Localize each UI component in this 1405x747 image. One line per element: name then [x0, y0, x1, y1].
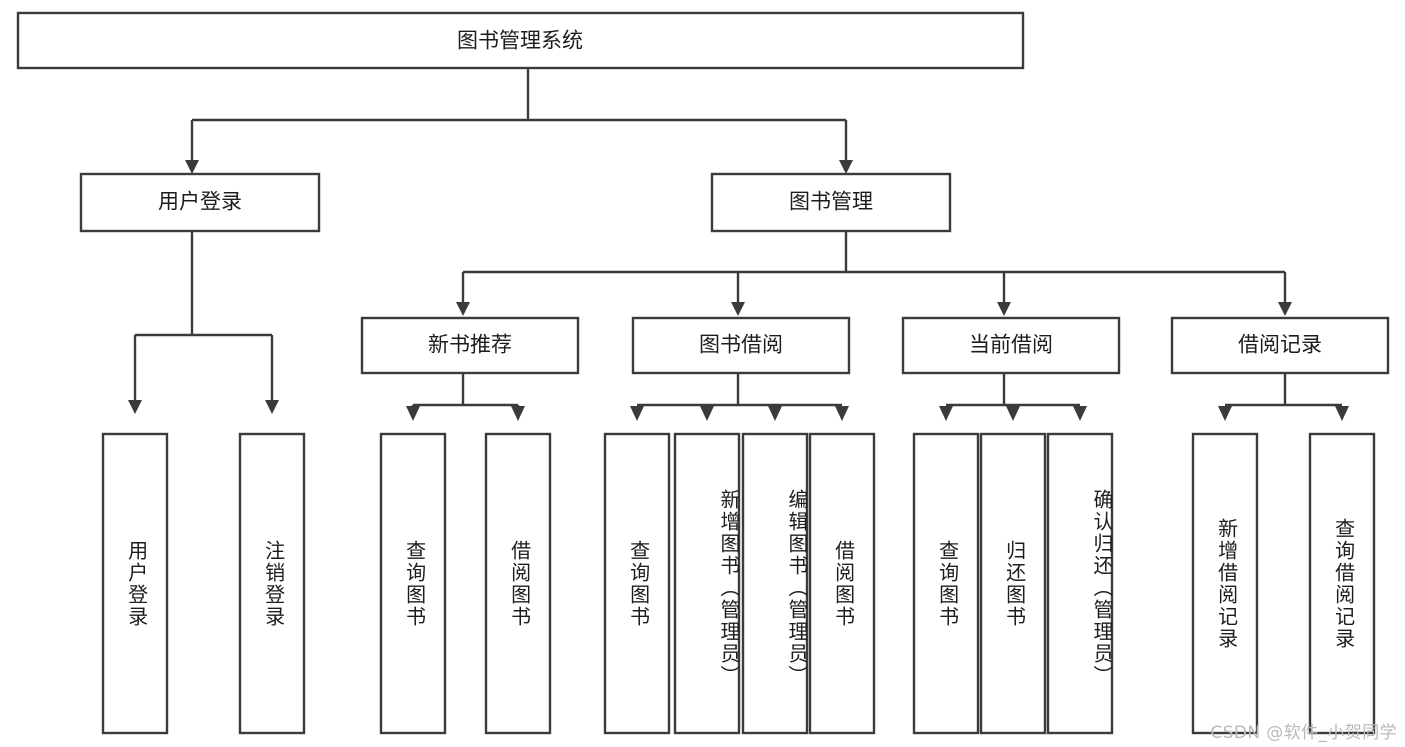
arrow-book-borrow-leaf-3: [768, 406, 782, 421]
node-current-borrow-label: 当前借阅: [969, 334, 1053, 357]
arrow-bm-book-borrow: [731, 302, 745, 316]
node-leaf-query-record-box[interactable]: [1308, 432, 1376, 735]
arrow-bm-new-book: [456, 302, 470, 316]
node-leaf-borrow-book-1-box[interactable]: [484, 432, 552, 735]
node-leaf-query-book-2-box[interactable]: [603, 432, 671, 735]
node-root[interactable]: 图书管理系统: [16, 11, 1025, 70]
node-user-login-label: 用户登录: [158, 191, 242, 214]
node-borrow-record-box[interactable]: [1170, 316, 1390, 375]
node-book-borrow-box[interactable]: [631, 316, 851, 375]
node-book-borrow[interactable]: 图书借阅: [631, 316, 851, 375]
node-leaf-return-book-box[interactable]: [979, 432, 1047, 735]
node-current-borrow-box[interactable]: [901, 316, 1121, 375]
connector-group-book-borrow: [630, 373, 849, 421]
node-book-borrow-label: 图书借阅: [699, 334, 783, 357]
arrow-new-book-leaf-2: [511, 406, 525, 421]
arrow-borrow-record-leaf-2: [1335, 406, 1349, 421]
node-user-login[interactable]: 用户登录: [79, 172, 321, 233]
node-leaf-user-login-box[interactable]: [101, 432, 169, 735]
arrow-user-login-leaf-2: [265, 400, 279, 414]
connector-group-root: [185, 68, 853, 174]
node-leaf-add-record-box[interactable]: [1191, 432, 1259, 735]
node-leaf-query-book-1-box[interactable]: [379, 432, 447, 735]
node-leaf-edit-book-box[interactable]: [741, 432, 809, 735]
arrow-current-borrow-leaf-3: [1073, 406, 1087, 421]
node-book-management[interactable]: 图书管理: [710, 172, 952, 233]
arrow-book-borrow-leaf-4: [835, 406, 849, 421]
connector-group-borrow-record: [1218, 373, 1349, 421]
node-user-login-box[interactable]: [79, 172, 321, 233]
arrow-user-login-leaf-1: [128, 400, 142, 414]
arrow-current-borrow-leaf-1: [939, 406, 953, 421]
arrow-bm-current-borrow: [997, 302, 1011, 316]
arrow-borrow-record-leaf-1: [1218, 406, 1232, 421]
node-book-management-label: 图书管理: [789, 191, 873, 214]
csdn-watermark: CSDN @软件_小贺同学: [1210, 723, 1397, 743]
node-book-management-box[interactable]: [710, 172, 952, 233]
arrow-current-borrow-leaf-2: [1006, 406, 1020, 421]
connector-group-new-book-recommend: [406, 373, 525, 421]
node-leaf-borrow-book-2-box[interactable]: [808, 432, 876, 735]
node-leaf-confirm-return-box[interactable]: [1046, 432, 1114, 735]
connector-group-current-borrow: [939, 373, 1087, 421]
arrow-bm-borrow-record: [1278, 302, 1292, 316]
node-new-book-recommend-box[interactable]: [360, 316, 580, 375]
node-borrow-record[interactable]: 借阅记录: [1170, 316, 1390, 375]
arrow-book-borrow-leaf-2: [700, 406, 714, 421]
connector-group-user-login: [128, 231, 279, 414]
node-root-label: 图书管理系统: [457, 30, 583, 53]
arrow-root-to-book-management: [839, 160, 853, 174]
arrow-new-book-leaf-1: [406, 406, 420, 421]
node-new-book-recommend-label: 新书推荐: [428, 334, 512, 357]
node-leaf-add-book-box[interactable]: [673, 432, 741, 735]
connector-group-book-management: [456, 231, 1292, 316]
node-borrow-record-label: 借阅记录: [1238, 334, 1322, 357]
node-leaf-query-book-3-box[interactable]: [912, 432, 980, 735]
arrow-book-borrow-leaf-1: [630, 406, 644, 421]
node-leaf-user-logout-box[interactable]: [238, 432, 306, 735]
node-current-borrow[interactable]: 当前借阅: [901, 316, 1121, 375]
node-root-box[interactable]: [16, 11, 1025, 70]
node-new-book-recommend[interactable]: 新书推荐: [360, 316, 580, 375]
arrow-root-to-user-login: [185, 160, 199, 174]
